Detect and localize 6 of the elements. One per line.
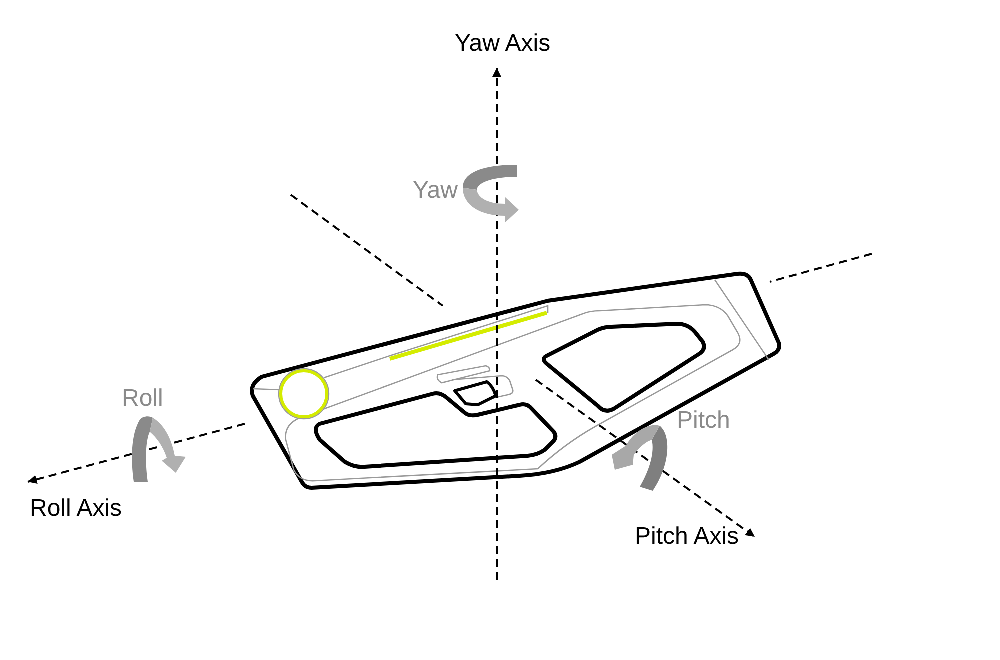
axis-label: Yaw Axis: [455, 32, 551, 56]
rotation-label: Yaw: [413, 179, 458, 203]
rotation-label: Pitch: [677, 409, 730, 433]
axis-label: Roll Axis: [30, 497, 122, 521]
axis-label: Pitch Axis: [635, 525, 740, 549]
rotation-label: Roll: [122, 387, 164, 411]
